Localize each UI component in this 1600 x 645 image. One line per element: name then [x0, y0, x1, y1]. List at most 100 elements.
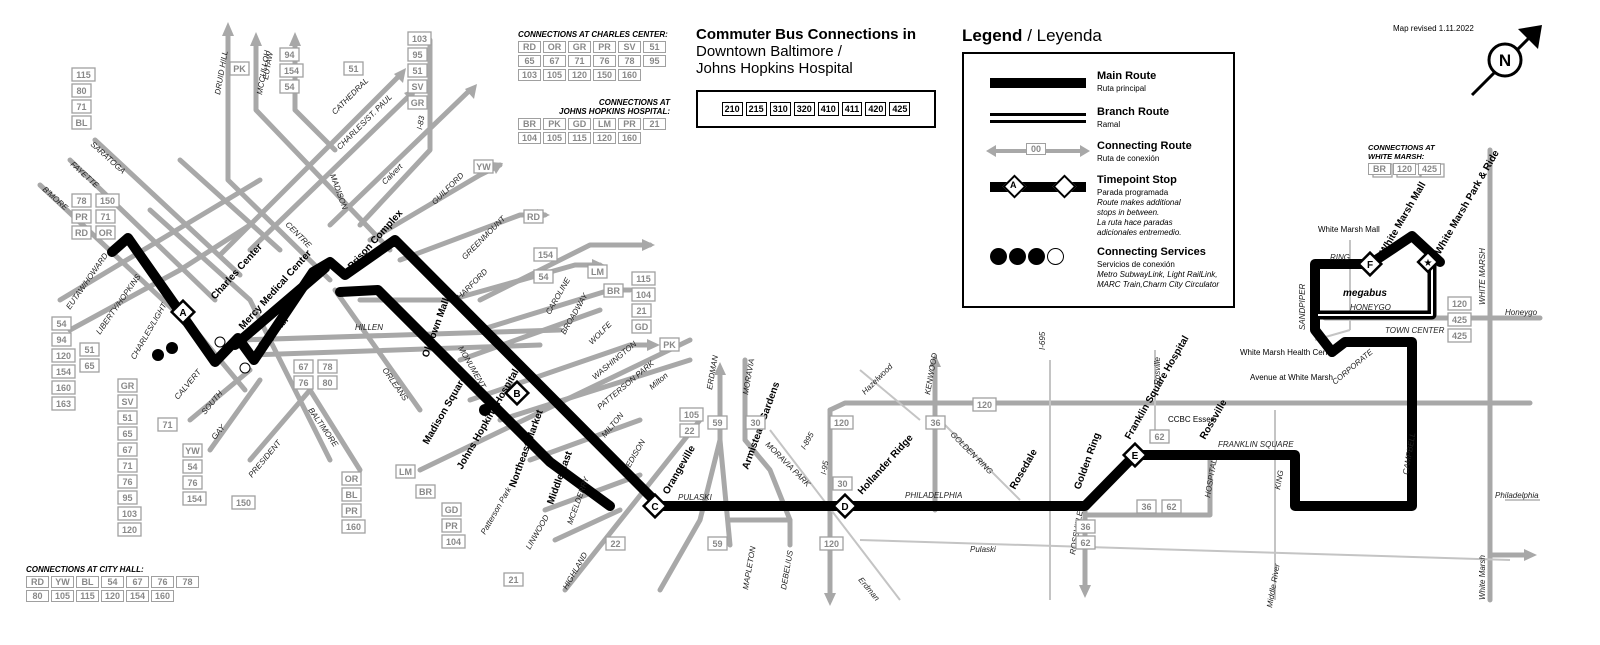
route-badge[interactable]: 78: [176, 576, 199, 588]
map-route-badge[interactable]: SV: [117, 394, 138, 409]
map-route-badge[interactable]: 104: [631, 287, 656, 302]
map-route-badge[interactable]: 76: [182, 475, 203, 490]
route-badge[interactable]: LM: [593, 118, 616, 130]
map-route-badge[interactable]: RD: [523, 209, 544, 224]
map-route-badge[interactable]: 65: [79, 358, 100, 373]
map-route-badge[interactable]: 51: [79, 342, 100, 357]
route-badge[interactable]: 160: [618, 132, 641, 144]
map-route-badge[interactable]: PR: [71, 209, 92, 224]
map-route-badge[interactable]: 425: [1447, 328, 1472, 343]
route-badge[interactable]: 51: [643, 41, 666, 53]
route-badge[interactable]: 80: [26, 590, 49, 602]
map-route-badge[interactable]: 51: [117, 410, 138, 425]
map-route-badge[interactable]: 78: [71, 193, 92, 208]
route-badge[interactable]: 425: [1418, 163, 1441, 175]
route-badge[interactable]: 103: [518, 69, 541, 81]
route-215[interactable]: 215: [745, 102, 767, 116]
map-route-badge[interactable]: 59: [707, 536, 728, 551]
map-route-badge[interactable]: LM: [395, 464, 416, 479]
map-route-badge[interactable]: 71: [157, 417, 178, 432]
route-badge[interactable]: 76: [151, 576, 174, 588]
map-route-badge[interactable]: PK: [659, 337, 680, 352]
route-411[interactable]: 411: [841, 102, 863, 116]
route-badge[interactable]: PR: [593, 41, 616, 53]
stop-e[interactable]: E: [1121, 441, 1149, 469]
route-badge[interactable]: 120: [568, 69, 591, 81]
map-route-badge[interactable]: GR: [407, 95, 428, 110]
map-route-badge[interactable]: 76: [293, 375, 314, 390]
route-425[interactable]: 425: [889, 102, 911, 116]
map-route-badge[interactable]: 71: [71, 99, 92, 114]
map-route-badge[interactable]: 22: [679, 423, 700, 438]
map-route-badge[interactable]: 54: [279, 79, 300, 94]
route-420[interactable]: 420: [865, 102, 887, 116]
route-badge[interactable]: OR: [543, 41, 566, 53]
map-route-badge[interactable]: 150: [95, 193, 120, 208]
route-badge[interactable]: 76: [593, 55, 616, 67]
route-badge[interactable]: 105: [51, 590, 74, 602]
route-badge[interactable]: 21: [643, 118, 666, 130]
map-route-badge[interactable]: 120: [819, 536, 844, 551]
route-badge[interactable]: BR: [1368, 163, 1391, 175]
map-route-badge[interactable]: 95: [407, 47, 428, 62]
stop-c[interactable]: C: [641, 492, 669, 520]
route-badge[interactable]: 95: [643, 55, 666, 67]
map-route-badge[interactable]: 59: [707, 415, 728, 430]
route-badge[interactable]: GR: [568, 41, 591, 53]
route-badge[interactable]: 78: [618, 55, 641, 67]
route-badge[interactable]: 120: [1393, 163, 1416, 175]
map-route-badge[interactable]: 51: [407, 63, 428, 78]
map-route-badge[interactable]: 71: [95, 209, 116, 224]
route-badge[interactable]: 105: [543, 132, 566, 144]
map-route-badge[interactable]: 115: [631, 271, 656, 286]
map-route-badge[interactable]: BL: [341, 487, 362, 502]
stop-a[interactable]: A: [169, 298, 197, 326]
map-route-badge[interactable]: 80: [71, 83, 92, 98]
route-badge[interactable]: BR: [518, 118, 541, 130]
route-badge[interactable]: 115: [76, 590, 99, 602]
map-route-badge[interactable]: PK: [229, 61, 250, 76]
map-route-badge[interactable]: 21: [631, 303, 652, 318]
map-route-badge[interactable]: 103: [117, 506, 142, 521]
map-route-badge[interactable]: 425: [1447, 312, 1472, 327]
route-badge[interactable]: 154: [126, 590, 149, 602]
route-310[interactable]: 310: [769, 102, 791, 116]
map-route-badge[interactable]: 22: [605, 536, 626, 551]
map-route-badge[interactable]: LM: [587, 264, 608, 279]
map-route-badge[interactable]: 154: [279, 63, 304, 78]
map-route-badge[interactable]: OR: [341, 471, 362, 486]
route-badge[interactable]: 67: [543, 55, 566, 67]
route-badge[interactable]: 104: [518, 132, 541, 144]
route-210[interactable]: 210: [721, 102, 743, 116]
map-route-badge[interactable]: 160: [341, 519, 366, 534]
route-badge[interactable]: YW: [51, 576, 74, 588]
map-route-badge[interactable]: 154: [533, 247, 558, 262]
map-route-badge[interactable]: GD: [441, 502, 462, 517]
stop-park-ride[interactable]: ★: [1416, 250, 1440, 274]
map-route-badge[interactable]: 163: [51, 396, 76, 411]
route-badge[interactable]: PR: [618, 118, 641, 130]
route-badge[interactable]: RD: [518, 41, 541, 53]
route-badge[interactable]: BL: [76, 576, 99, 588]
route-badge[interactable]: GD: [568, 118, 591, 130]
map-route-badge[interactable]: 104: [441, 534, 466, 549]
route-badge[interactable]: 160: [151, 590, 174, 602]
route-badge[interactable]: 120: [101, 590, 124, 602]
stop-f[interactable]: F: [1356, 250, 1384, 278]
map-route-badge[interactable]: RD: [71, 225, 92, 240]
map-route-badge[interactable]: PR: [341, 503, 362, 518]
route-badge[interactable]: SV: [618, 41, 641, 53]
map-route-badge[interactable]: 36: [1136, 499, 1157, 514]
route-badge[interactable]: 105: [543, 69, 566, 81]
map-route-badge[interactable]: 154: [51, 364, 76, 379]
map-route-badge[interactable]: 150: [231, 495, 256, 510]
map-route-badge[interactable]: 71: [117, 458, 138, 473]
map-route-badge[interactable]: 67: [117, 442, 138, 457]
map-route-badge[interactable]: 115: [71, 67, 96, 82]
map-route-badge[interactable]: BR: [603, 283, 624, 298]
map-route-badge[interactable]: 154: [182, 491, 207, 506]
map-route-badge[interactable]: 76: [117, 474, 138, 489]
route-badge[interactable]: 54: [101, 576, 124, 588]
map-route-badge[interactable]: 30: [745, 415, 766, 430]
map-route-badge[interactable]: 36: [1075, 519, 1096, 534]
